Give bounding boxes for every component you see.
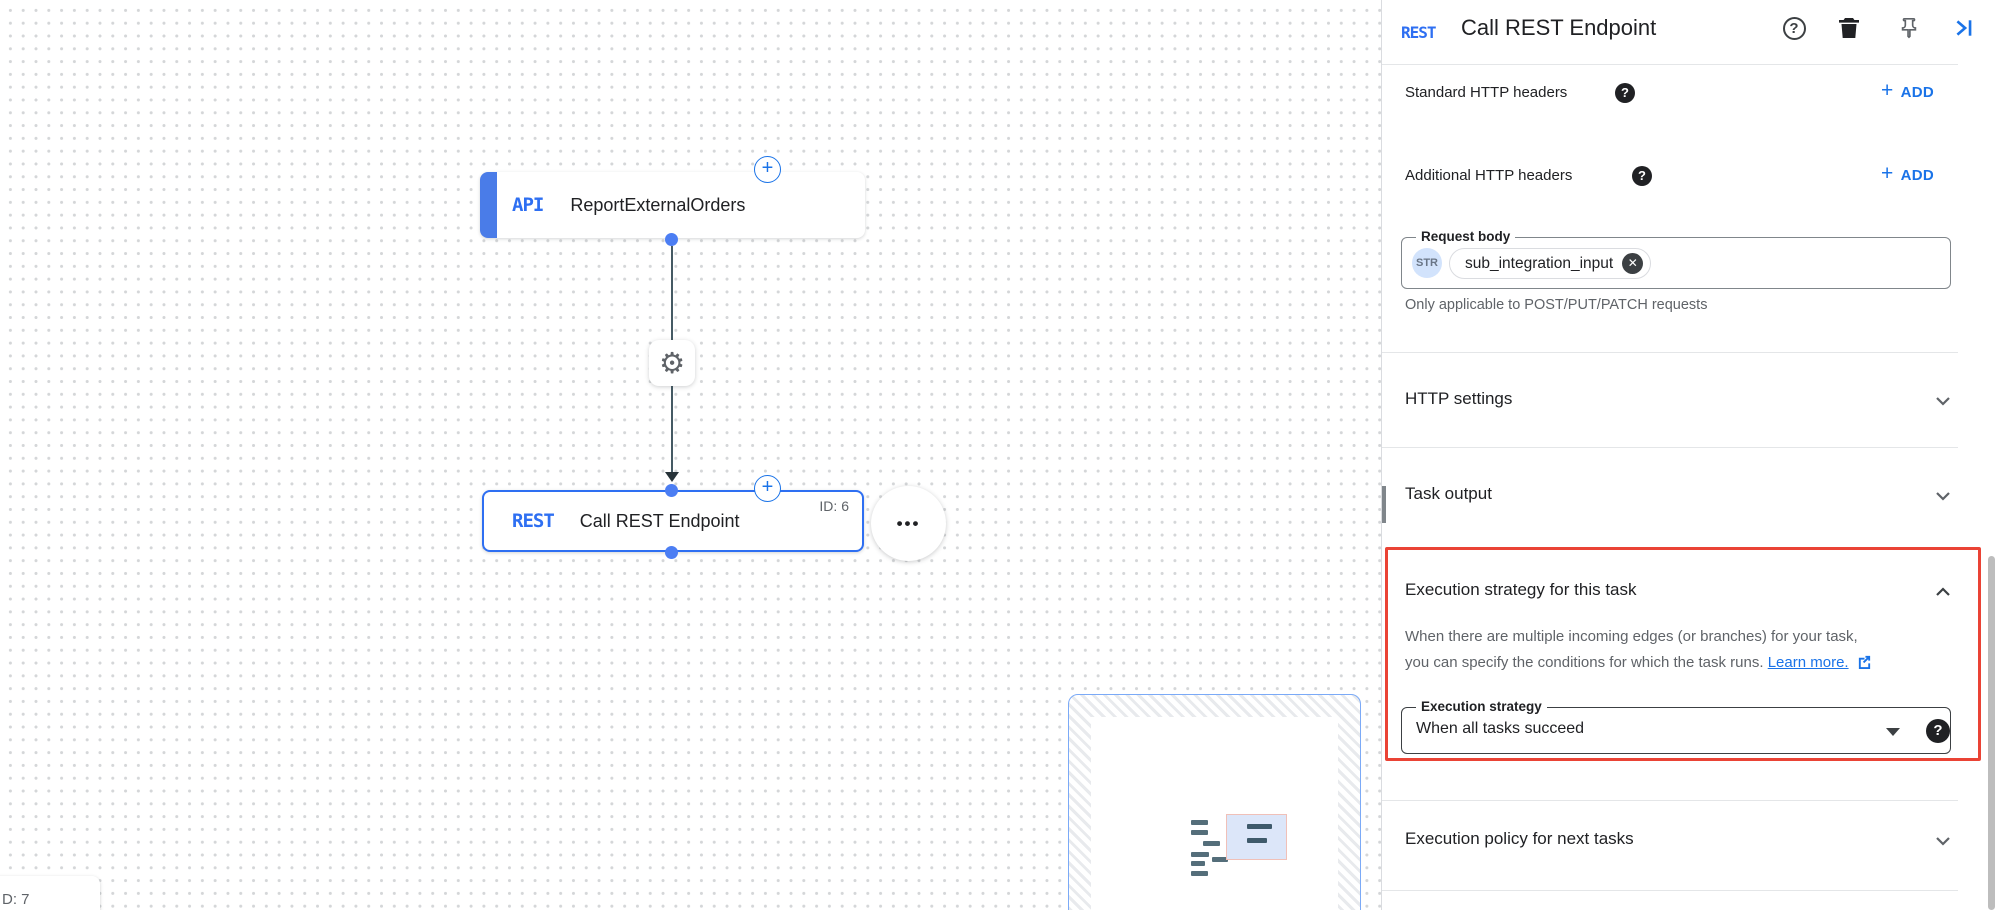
input-port[interactable] bbox=[665, 484, 678, 497]
edge-settings-gear-icon[interactable]: ⚙ bbox=[649, 340, 695, 386]
divider bbox=[1382, 890, 1958, 891]
request-body-hint: Only applicable to POST/PUT/PATCH reques… bbox=[1405, 297, 1708, 313]
add-task-icon[interactable]: + bbox=[754, 475, 781, 502]
section-task-output: Task output bbox=[1405, 484, 1492, 503]
delete-icon[interactable] bbox=[1836, 15, 1862, 41]
execution-strategy-select[interactable]: Execution strategy When all tasks succee… bbox=[1401, 699, 1951, 754]
execution-strategy-field-label: Execution strategy bbox=[1416, 699, 1547, 714]
help-icon[interactable]: ? bbox=[1781, 15, 1807, 41]
chevron-down-icon[interactable] bbox=[1933, 831, 1953, 851]
workflow-canvas[interactable]: API ReportExternalOrders + ⚙ REST Call R… bbox=[0, 0, 1381, 910]
node-label: Call REST Endpoint bbox=[579, 510, 740, 531]
node-id-label: ID: 6 bbox=[819, 498, 849, 514]
node-label: ReportExternalOrders bbox=[570, 194, 746, 215]
pin-icon[interactable] bbox=[1896, 15, 1922, 41]
dropdown-arrow-icon[interactable] bbox=[1886, 728, 1900, 736]
request-body-field[interactable]: Request body STR sub_integration_input ✕ bbox=[1401, 229, 1951, 289]
more-options-button[interactable]: ••• bbox=[871, 486, 946, 561]
edge-arrowhead bbox=[665, 472, 679, 482]
remove-variable-icon[interactable]: ✕ bbox=[1622, 253, 1644, 274]
collapse-panel-icon[interactable] bbox=[1951, 15, 1977, 41]
additional-headers-label: Additional HTTP headers bbox=[1405, 167, 1573, 184]
section-execution-strategy: Execution strategy for this task bbox=[1405, 580, 1637, 599]
learn-more-link[interactable]: Learn more. bbox=[1767, 654, 1849, 671]
chevron-down-icon[interactable] bbox=[1933, 391, 1953, 411]
variable-name: sub_integration_input bbox=[1465, 254, 1614, 272]
external-link-icon[interactable] bbox=[1857, 652, 1872, 678]
divider bbox=[1382, 64, 1958, 65]
node-call-rest-endpoint[interactable]: REST Call REST Endpoint ID: 6 bbox=[482, 490, 864, 552]
panel-scrollbar[interactable] bbox=[1988, 556, 1995, 910]
node-report-external-orders[interactable]: API ReportExternalOrders bbox=[480, 172, 865, 238]
string-type-chip: STR bbox=[1412, 248, 1442, 278]
execution-strategy-description: When there are multiple incoming edges (… bbox=[1405, 624, 1961, 678]
add-task-icon[interactable]: + bbox=[754, 156, 781, 183]
help-icon[interactable]: ? bbox=[1926, 719, 1950, 743]
help-icon[interactable]: ? bbox=[1632, 166, 1652, 186]
add-standard-header-button[interactable]: + ADD bbox=[1881, 79, 1934, 102]
node-partial-bottom-left[interactable]: D: 7 bbox=[0, 876, 100, 910]
panel-title: Call REST Endpoint bbox=[1461, 15, 1657, 40]
scroll-position-marker bbox=[1382, 486, 1386, 523]
output-port[interactable] bbox=[665, 233, 678, 246]
plus-icon: + bbox=[1881, 162, 1894, 185]
chevron-up-icon[interactable] bbox=[1933, 582, 1953, 602]
node-id-label: D: 7 bbox=[2, 890, 30, 908]
standard-headers-label: Standard HTTP headers bbox=[1405, 84, 1568, 101]
node-accent-bar bbox=[480, 172, 497, 238]
output-port[interactable] bbox=[665, 546, 678, 559]
add-additional-header-button[interactable]: + ADD bbox=[1881, 162, 1934, 185]
task-config-panel: REST Call REST Endpoint ? bbox=[1381, 0, 1996, 910]
rest-badge: REST bbox=[1401, 23, 1437, 42]
sub-integration-preview[interactable] bbox=[1068, 694, 1361, 910]
api-badge: API bbox=[512, 194, 544, 216]
request-body-label: Request body bbox=[1416, 229, 1516, 244]
help-icon[interactable]: ? bbox=[1615, 83, 1635, 103]
plus-icon: + bbox=[1881, 79, 1894, 102]
section-execution-policy: Execution policy for next tasks bbox=[1405, 829, 1634, 848]
divider bbox=[1382, 352, 1958, 353]
divider bbox=[1382, 447, 1958, 448]
panel-header: REST Call REST Endpoint ? bbox=[1382, 0, 1996, 64]
execution-strategy-value: When all tasks succeed bbox=[1416, 720, 1585, 737]
section-http-settings: HTTP settings bbox=[1405, 389, 1513, 408]
variable-chip[interactable]: sub_integration_input ✕ bbox=[1449, 248, 1652, 279]
rest-badge: REST bbox=[512, 510, 555, 532]
preview-inner bbox=[1091, 717, 1338, 910]
divider bbox=[1382, 800, 1958, 801]
chevron-down-icon[interactable] bbox=[1933, 486, 1953, 506]
